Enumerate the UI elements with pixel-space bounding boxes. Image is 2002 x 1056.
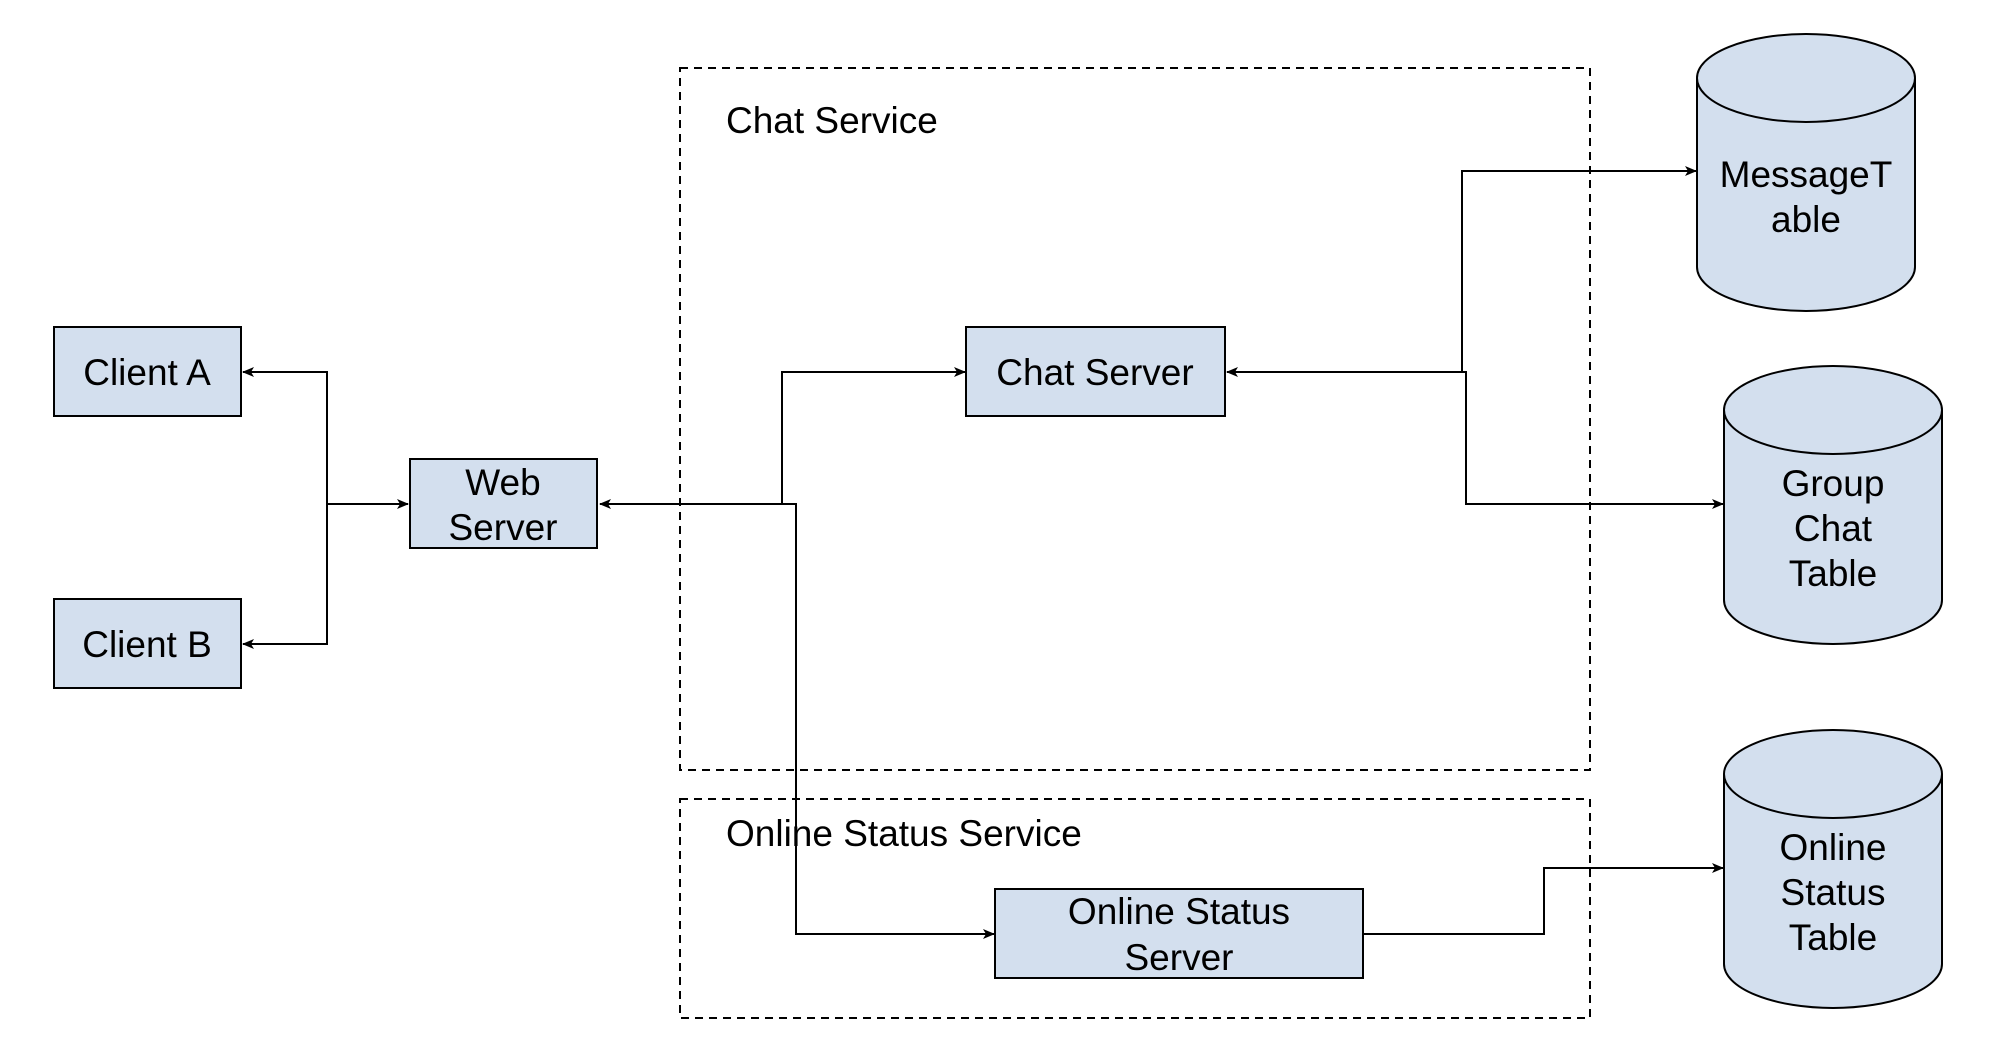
chat-server-label: Chat Server [996,352,1193,393]
client-a-label: Client A [83,352,211,393]
client-b-node: Client B [53,598,242,689]
online-status-server-node: Online Status Server [994,888,1364,979]
edge-to-online-status-table [1364,863,1724,935]
edge-to-group-chat-table [1462,371,1724,509]
connectors [242,166,1724,939]
chat-server-node: Chat Server [965,326,1226,417]
edge-bus-to-client-a [242,367,328,504]
message-table-label-line2: able [1771,199,1841,240]
group-chat-table-node: Group Chat Table [1723,365,1943,645]
group-chat-table-label-line3: Table [1789,553,1877,594]
web-server-node: Web Server [409,458,598,549]
online-status-table-node: Online Status Table [1723,729,1943,1009]
online-status-table-label-line3: Table [1789,917,1877,958]
edge-bus-to-client-b [242,504,328,649]
online-status-service-group [679,798,1591,1019]
edge-to-chat-server [781,367,966,504]
online-status-table-label-line2: Status [1781,872,1886,913]
web-server-label-line2: Server [449,507,558,548]
edge-to-message-table [1461,166,1697,372]
client-a-node: Client A [53,326,242,417]
client-b-label: Client B [82,624,212,665]
group-chat-table-label-line2: Chat [1794,508,1873,549]
online-status-table-label-line1: Online [1780,827,1887,868]
message-table-node: MessageT able [1696,33,1916,312]
message-table-label-line1: MessageT [1720,154,1893,195]
online-status-service-label: Online Status Service [726,813,1082,854]
edge-to-online-status-server [782,503,995,939]
chat-service-label: Chat Service [726,100,938,141]
online-status-server-label-line1: Online Status [1068,891,1290,932]
group-chat-table-label-line1: Group [1782,463,1885,504]
online-status-server-label-line2: Server [1125,937,1234,978]
web-server-label-line1: Web [465,462,540,503]
chat-service-group [679,67,1591,771]
